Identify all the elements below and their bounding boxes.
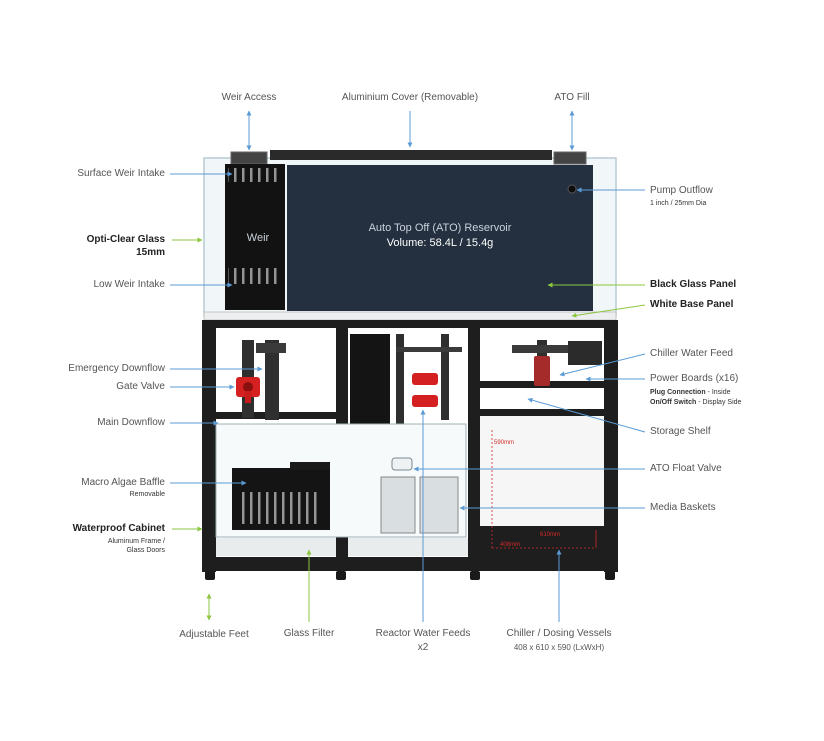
baffle-handle (290, 462, 330, 470)
media-basket-1 (380, 476, 416, 534)
aluminium-cover (270, 150, 552, 160)
pump-outflow-nozzle (567, 184, 577, 194)
label-waterproof-cabinet-sub2: Glass Doors (126, 547, 165, 554)
reactor-manifold (396, 347, 462, 352)
gate-valve (236, 377, 260, 403)
label-emergency-downflow: Emergency Downflow (68, 363, 165, 374)
label-pump-outflow-sub: 1 inch / 25mm Dia (650, 200, 707, 207)
label-weir-access: Weir Access (221, 92, 277, 103)
ato-fill-cap (553, 151, 587, 165)
media-basket-2 (419, 476, 459, 534)
plug-connection-detail: - Inside (705, 389, 731, 396)
main-downflow-pipe (265, 340, 279, 420)
label-white-base-panel: White Base Panel (650, 299, 734, 310)
cabinet (202, 320, 618, 580)
reservoir-title: Auto Top Off (ATO) Reservoir (368, 222, 512, 234)
label-macro-algae-baffle: Macro Algae Baffle (81, 477, 165, 488)
dim-408-label: 408mm (500, 542, 520, 548)
label-pump-outflow: Pump Outflow (650, 185, 713, 196)
glass-filter (215, 423, 467, 538)
display-tank (203, 150, 617, 321)
label-reactor-water-feeds-count: x2 (417, 642, 429, 653)
arrow-white-base (571, 304, 646, 318)
arrows-blue (170, 110, 646, 622)
storage-shelf (480, 409, 604, 416)
arrow-storage-shelf (527, 397, 646, 433)
weir-low-comb (228, 268, 280, 284)
label-waterproof-cabinet: Waterproof Cabinet (72, 523, 165, 534)
label-media-baskets: Media Baskets (650, 502, 716, 513)
cabinet-floor (202, 557, 618, 571)
label-storage-shelf: Storage Shelf (650, 426, 711, 437)
power-board (568, 341, 602, 365)
chiller-pipe-top (512, 345, 568, 353)
label-chiller-dosing-vessels: Chiller / Dosing Vessels (506, 628, 612, 639)
chiller-valve (534, 356, 550, 386)
reactor-feed-pipe-2 (441, 334, 449, 420)
label-ato-float-valve: ATO Float Valve (650, 463, 722, 474)
storage-bottom (480, 526, 604, 558)
label-low-weir-intake: Low Weir Intake (93, 279, 165, 290)
weir-box (225, 164, 285, 310)
white-base-panel (203, 311, 617, 321)
ato-float-valve (391, 457, 413, 471)
ato-reservoir (287, 165, 593, 311)
foot-4 (605, 571, 615, 580)
dimension-marks (491, 430, 597, 549)
label-chiller-water-feed: Chiller Water Feed (650, 348, 733, 359)
label-adjustable-feet: Adjustable Feet (179, 629, 249, 640)
weir-access-cap (230, 151, 268, 165)
on-off-switch-detail: - Display Side (696, 399, 742, 406)
downflow-elbow (256, 343, 286, 353)
label-main-downflow: Main Downflow (97, 417, 165, 428)
foot-3 (470, 571, 480, 580)
reservoir-volume: Volume: 58.4L / 15.4g (386, 237, 494, 249)
label-gate-valve: Gate Valve (116, 381, 165, 392)
label-waterproof-cabinet-sub1: Aluminum Frame / (107, 538, 165, 545)
cabinet-top-rail (202, 320, 618, 328)
weir-label: Weir (246, 232, 270, 244)
dim-610-label: 610mm (540, 532, 560, 538)
label-power-boards-sub2: On/Off Switch - Display Side (650, 398, 741, 407)
foot-1 (205, 571, 215, 580)
dim-590-label: 590mm (494, 440, 514, 446)
label-ato-fill: ATO Fill (554, 92, 590, 103)
label-opti-clear-glass-thickness: 15mm (136, 247, 165, 258)
label-black-glass-panel: Black Glass Panel (650, 279, 737, 290)
label-opti-clear-glass: Opti-Clear Glass (86, 234, 165, 245)
plug-connection-text: Plug Connection (650, 389, 706, 396)
cabinet-post-center-right (468, 328, 480, 562)
cabinet-bottom-panel-left (216, 538, 336, 556)
arrows-green (172, 237, 646, 622)
label-surface-weir-intake: Surface Weir Intake (77, 168, 165, 179)
reactor-valves (412, 373, 438, 407)
label-power-boards-sub1: Plug Connection - Inside (650, 388, 731, 397)
cabinet-post-left (202, 320, 216, 572)
label-power-boards: Power Boards (x16) (650, 373, 739, 384)
label-macro-algae-baffle-sub: Removable (129, 491, 165, 498)
weir-top-comb (228, 168, 280, 182)
label-chiller-dosing-vessels-sub: 408 x 610 x 590 (LxWxH) (513, 643, 605, 652)
arrow-chiller-water-feed (559, 353, 646, 377)
label-aluminium-cover: Aluminium Cover (Removable) (341, 92, 479, 103)
cabinet-bottom-panel-mid (348, 538, 468, 556)
on-off-switch-text: On/Off Switch (650, 399, 697, 406)
cabinet-post-right (604, 320, 618, 572)
foot-2 (336, 571, 346, 580)
reactor-feed-pipe (396, 334, 404, 458)
label-reactor-water-feeds: Reactor Water Feeds (375, 628, 471, 639)
label-glass-filter: Glass Filter (283, 628, 335, 639)
storage-panel (480, 416, 604, 526)
